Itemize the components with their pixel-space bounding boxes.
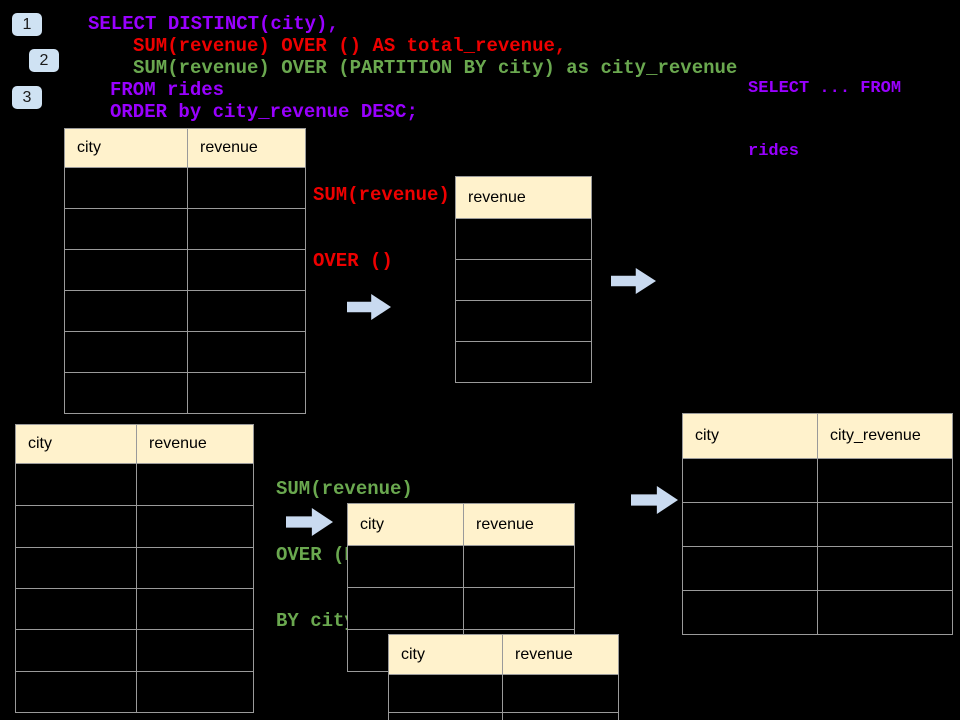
table-cell [187,167,306,209]
column-header-city: city [15,424,137,464]
table-cell [136,463,254,506]
table-cell [136,505,254,548]
column-header-revenue: revenue [136,424,254,464]
column-header-revenue: revenue [463,503,575,546]
table-cell [817,590,953,635]
step-badge-2: 2 [29,49,59,72]
table-cell [187,290,306,332]
table-cell [817,458,953,503]
table-cell [187,331,306,373]
sql-line-partition: SUM(revenue) OVER (PARTITION BY city) as… [133,57,738,79]
side-note-line-2: rides [748,142,800,161]
table-cell [187,249,306,291]
sql-line-order: ORDER by city_revenue DESC; [110,101,418,123]
table-source-top: city revenue [64,128,306,414]
table-partition-overlay: city revenue [388,634,619,720]
table-cell [463,545,575,588]
table-cell [388,712,503,720]
table-cell [347,587,464,630]
side-note-line-1: SELECT ... FROM [748,79,902,98]
table-cell [136,547,254,589]
table-cell [15,671,137,713]
table-source-bottom: city revenue [15,424,254,713]
table-cell [64,249,188,291]
table-cell [463,587,575,630]
table-cell [15,505,137,548]
table-cell [817,546,953,591]
step-badge-3: 3 [12,86,42,109]
sql-line-from: FROM rides [110,79,225,101]
table-cell [455,300,592,342]
annotation-total-line-1: SUM(revenue) [313,184,450,206]
table-cell [455,218,592,260]
table-cell [15,547,137,589]
table-cell [64,167,188,209]
side-note: SELECT ... FROM rides [748,36,901,204]
table-cell [187,208,306,250]
table-total-result: revenue [455,176,592,383]
table-cell [15,588,137,630]
table-cell [187,372,306,414]
table-cell [388,674,503,713]
table-cell [502,712,619,720]
column-header-city-revenue: city_revenue [817,413,953,459]
table-cell [455,259,592,301]
table-cell [682,590,818,635]
table-cell [64,208,188,250]
annotation-partition-line-1: SUM(revenue) [276,478,413,500]
table-cell [64,290,188,332]
column-header-revenue: revenue [502,634,619,675]
annotation-total-revenue: SUM(revenue) OVER () [313,140,450,316]
table-cell [682,546,818,591]
step-badge-1: 1 [12,13,42,36]
table-cell [64,331,188,373]
column-header-revenue: revenue [455,176,592,219]
sql-line-total: SUM(revenue) OVER () AS total_revenue, [133,35,567,57]
sql-line-select: SELECT DISTINCT(city), [88,13,339,35]
flow-arrow-right-icon [611,268,656,294]
column-header-revenue: revenue [187,128,306,168]
column-header-city: city [64,128,188,168]
table-city-revenue-result: city city_revenue [682,413,953,635]
table-cell [64,372,188,414]
column-header-city: city [388,634,503,675]
column-header-city: city [347,503,464,546]
table-cell [136,671,254,713]
table-cell [347,545,464,588]
table-cell [15,463,137,506]
column-header-city: city [682,413,818,459]
table-cell [15,629,137,672]
table-cell [682,502,818,547]
table-cell [455,341,592,383]
table-cell [502,674,619,713]
table-cell [136,629,254,672]
table-cell [682,458,818,503]
flow-arrow-right-icon [631,486,678,514]
table-cell [817,502,953,547]
table-cell [136,588,254,630]
annotation-total-line-2: OVER () [313,250,393,272]
